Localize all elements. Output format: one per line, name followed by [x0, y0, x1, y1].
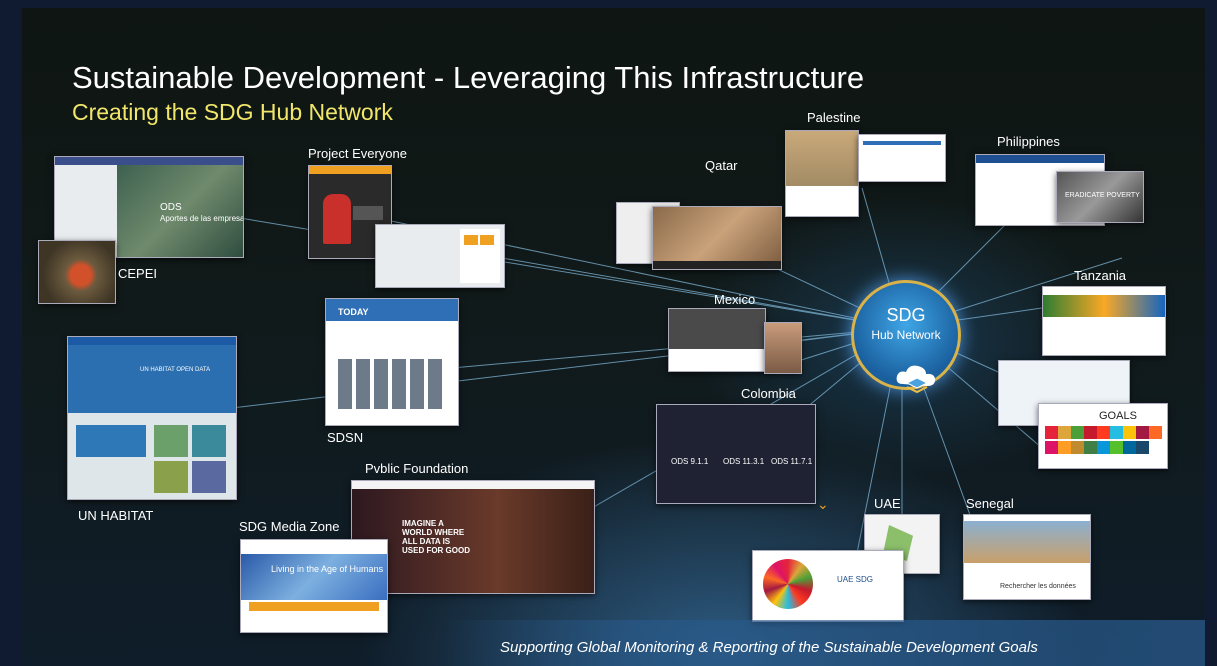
palestine-table-screenshot	[858, 134, 946, 182]
pvblic-headline: IMAGINE A WORLD WHERE ALL DATA IS USED F…	[402, 519, 471, 555]
tanzania-goals-heading: GOALS	[1099, 410, 1137, 422]
sdg-goal-tile	[1084, 441, 1097, 454]
label-cepei: CEPEI	[118, 266, 158, 281]
sdg-goal-tile	[1123, 426, 1136, 439]
sdg-goal-tile	[1058, 441, 1071, 454]
sdg-goal-tile	[1045, 426, 1058, 439]
hub-title: SDG	[886, 305, 926, 325]
senegal-search-text: Rechercher les données	[1000, 583, 1076, 590]
sdg-goal-tile	[1149, 426, 1162, 439]
label-un-habitat: UN HABITAT	[78, 508, 154, 523]
label-qatar: Qatar	[705, 158, 738, 173]
uae-heading: UAE SDG	[837, 575, 874, 584]
colombia-ods-3: ODS 11.7.1	[771, 457, 813, 466]
slide-subtitle: Creating the SDG Hub Network	[72, 99, 393, 125]
mexico-screenshot	[668, 308, 766, 372]
project-everyone-map-screenshot	[375, 224, 505, 288]
label-pvblic-foundation: Pvblic Foundation	[365, 461, 469, 476]
label-philippines: Philippines	[997, 134, 1060, 149]
sdg-goal-tile	[1110, 426, 1123, 439]
philippines-photo-text: ERADICATE POVERTY	[1065, 192, 1140, 199]
sdg-goal-tile	[1084, 426, 1097, 439]
chevron-down-icon: ⌄	[817, 496, 829, 512]
un-habitat-screenshot: UN HABITAT OPEN DATA	[67, 336, 237, 500]
qatar-screenshot	[652, 206, 782, 270]
label-sdg-media-zone: SDG Media Zone	[239, 519, 340, 534]
sdsn-heading: TODAY	[338, 307, 369, 317]
sdg-goal-tile	[1045, 441, 1058, 454]
colombia-ods-1: ODS 9.1.1	[671, 457, 709, 466]
sdg-goal-tile	[1123, 441, 1136, 454]
sdg-goal-tile	[1071, 426, 1084, 439]
label-senegal: Senegal	[966, 496, 1014, 511]
slide-footer: Supporting Global Monitoring & Reporting…	[500, 639, 1038, 656]
frog-photo	[38, 240, 116, 304]
philippines-photo: ERADICATE POVERTY	[1056, 171, 1144, 223]
label-sdsn: SDSN	[327, 430, 364, 445]
palestine-screenshot	[785, 130, 859, 217]
cepei-subheading: Aportes de las empresas	[160, 214, 244, 223]
sdg-goal-tile	[1071, 441, 1084, 454]
media-zone-text: Living in the Age of Humans	[271, 564, 384, 574]
cepei-heading: ODS	[160, 202, 182, 213]
sdg-goal-tile	[1097, 441, 1110, 454]
slide-title: Sustainable Development - Leveraging Thi…	[72, 60, 865, 95]
tanzania-goals-screenshot: GOALS	[1038, 403, 1168, 469]
sdg-goal-tile	[1136, 426, 1149, 439]
colombia-ods-2: ODS 11.3.1	[723, 457, 765, 466]
sdg-media-zone-screenshot: Living in the Age of Humans	[240, 539, 388, 633]
tanzania-screenshot	[1042, 286, 1166, 356]
sdg-goal-tile	[1097, 426, 1110, 439]
label-uae: UAE	[874, 496, 901, 511]
label-palestine: Palestine	[807, 110, 861, 125]
sdg-goal-tile	[1058, 426, 1071, 439]
sdg-goal-tile	[1136, 441, 1149, 454]
uae-screenshot: UAE SDG	[752, 550, 904, 622]
footer-band	[442, 620, 1205, 666]
un-habitat-heading: UN HABITAT OPEN DATA	[140, 367, 211, 373]
colombia-screenshot: ODS 9.1.1 ODS 11.3.1 ODS 11.7.1	[656, 404, 816, 504]
mexico-photo	[764, 322, 802, 374]
label-colombia: Colombia	[741, 386, 796, 401]
label-tanzania: Tanzania	[1074, 268, 1127, 283]
label-mexico: Mexico	[714, 292, 756, 307]
hub-subtitle: Hub Network	[871, 328, 941, 342]
pvblic-foundation-screenshot: IMAGINE A WORLD WHERE ALL DATA IS USED F…	[351, 480, 595, 594]
sdg-hub-network-badge: SDG Hub Network	[851, 280, 961, 390]
cloud-layers-icon	[896, 365, 935, 394]
label-project-everyone: Project Everyone	[308, 146, 407, 161]
slide: Sustainable Development - Leveraging Thi…	[22, 8, 1205, 666]
senegal-screenshot: Rechercher les données	[963, 514, 1091, 600]
sdsn-screenshot: TODAY	[325, 298, 459, 426]
sdg-goal-tile	[1110, 441, 1123, 454]
